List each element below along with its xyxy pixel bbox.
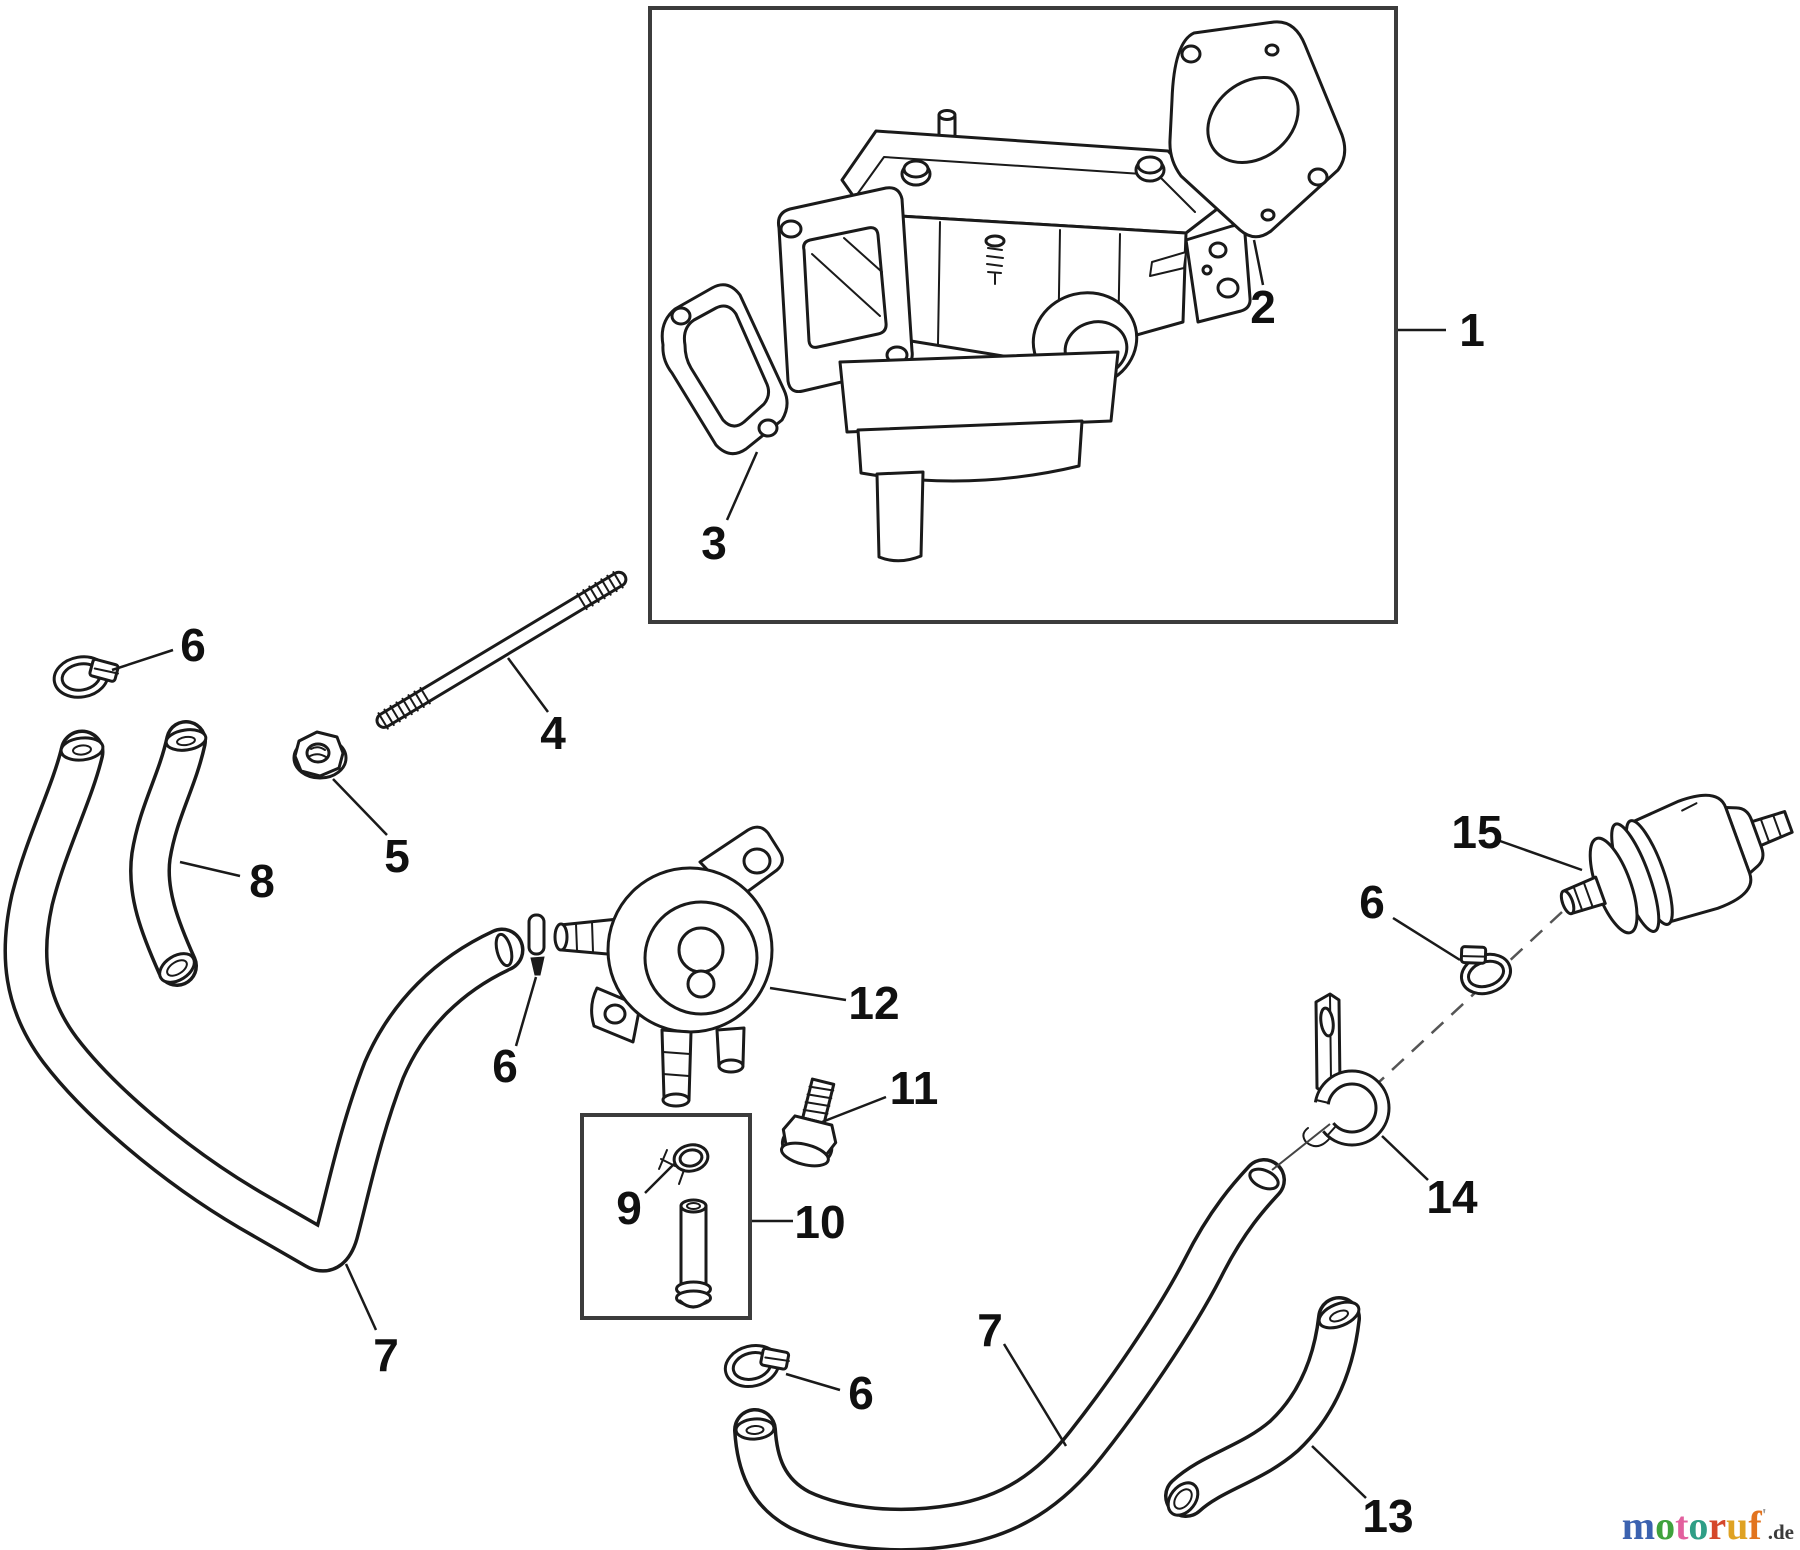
stud	[375, 570, 628, 730]
assembly-dashed-line	[1363, 911, 1563, 1097]
watermark-letter: r	[1708, 1503, 1727, 1548]
callout-4: 4	[540, 707, 566, 759]
callout-8: 8	[249, 855, 275, 907]
carburetor	[777, 109, 1252, 563]
callout-13: 13	[1362, 1490, 1413, 1542]
flange-nut	[292, 730, 348, 780]
wire-clamp-9	[658, 1143, 710, 1185]
gasket-2	[1168, 20, 1347, 239]
fuel-filter	[1559, 793, 1794, 935]
assembly-line	[1271, 1123, 1331, 1171]
callout-7a: 7	[373, 1329, 399, 1381]
watermark-letter: o	[1655, 1503, 1676, 1548]
fuel-filter-element-10	[675, 1198, 712, 1309]
hose-clamp-right	[1459, 945, 1512, 996]
callout-6b: 6	[492, 1040, 518, 1092]
callout-9: 9	[616, 1182, 642, 1234]
mount-bracket	[1300, 992, 1391, 1148]
fuel-pump	[553, 825, 784, 1108]
fuel-hose-bottom	[733, 1158, 1286, 1550]
callout-5: 5	[384, 830, 410, 882]
callout-6a: 6	[180, 619, 206, 671]
hose-clamp-bottom	[723, 1344, 791, 1388]
fuel-hose-8	[129, 720, 208, 987]
callout-2: 2	[1250, 281, 1276, 333]
filter-kit-box	[580, 1113, 752, 1320]
callout-3: 3	[701, 517, 727, 569]
bolt	[780, 1077, 838, 1168]
callout-10: 10	[794, 1196, 845, 1248]
watermark-letter: m	[1621, 1503, 1656, 1548]
callout-11: 11	[890, 1062, 939, 1114]
callout-1: 1	[1459, 304, 1485, 356]
callout-15: 15	[1451, 806, 1502, 858]
pin-clamp-pump	[527, 913, 546, 976]
callout-6d: 6	[1359, 876, 1385, 928]
fuel-hose-left	[3, 729, 525, 1273]
callout-12: 12	[848, 977, 899, 1029]
gasket-3	[660, 283, 789, 456]
watermark-letter: f	[1748, 1503, 1762, 1548]
leader-lines	[111, 239, 1583, 1499]
watermark-letter: u	[1726, 1503, 1749, 1548]
callout-14: 14	[1426, 1171, 1478, 1223]
watermark-letter: o	[1688, 1503, 1709, 1548]
watermark-apostrophe: '	[1761, 1505, 1767, 1525]
callout-7b: 7	[977, 1304, 1003, 1356]
callout-6c: 6	[848, 1367, 874, 1419]
watermark-suffix: .de	[1767, 1520, 1794, 1544]
hose-clamp-top-left	[52, 655, 120, 699]
watermark-letter: t	[1675, 1503, 1689, 1548]
fuel-hose-13	[1164, 1296, 1361, 1518]
carburetor-kit-box	[648, 6, 1398, 624]
